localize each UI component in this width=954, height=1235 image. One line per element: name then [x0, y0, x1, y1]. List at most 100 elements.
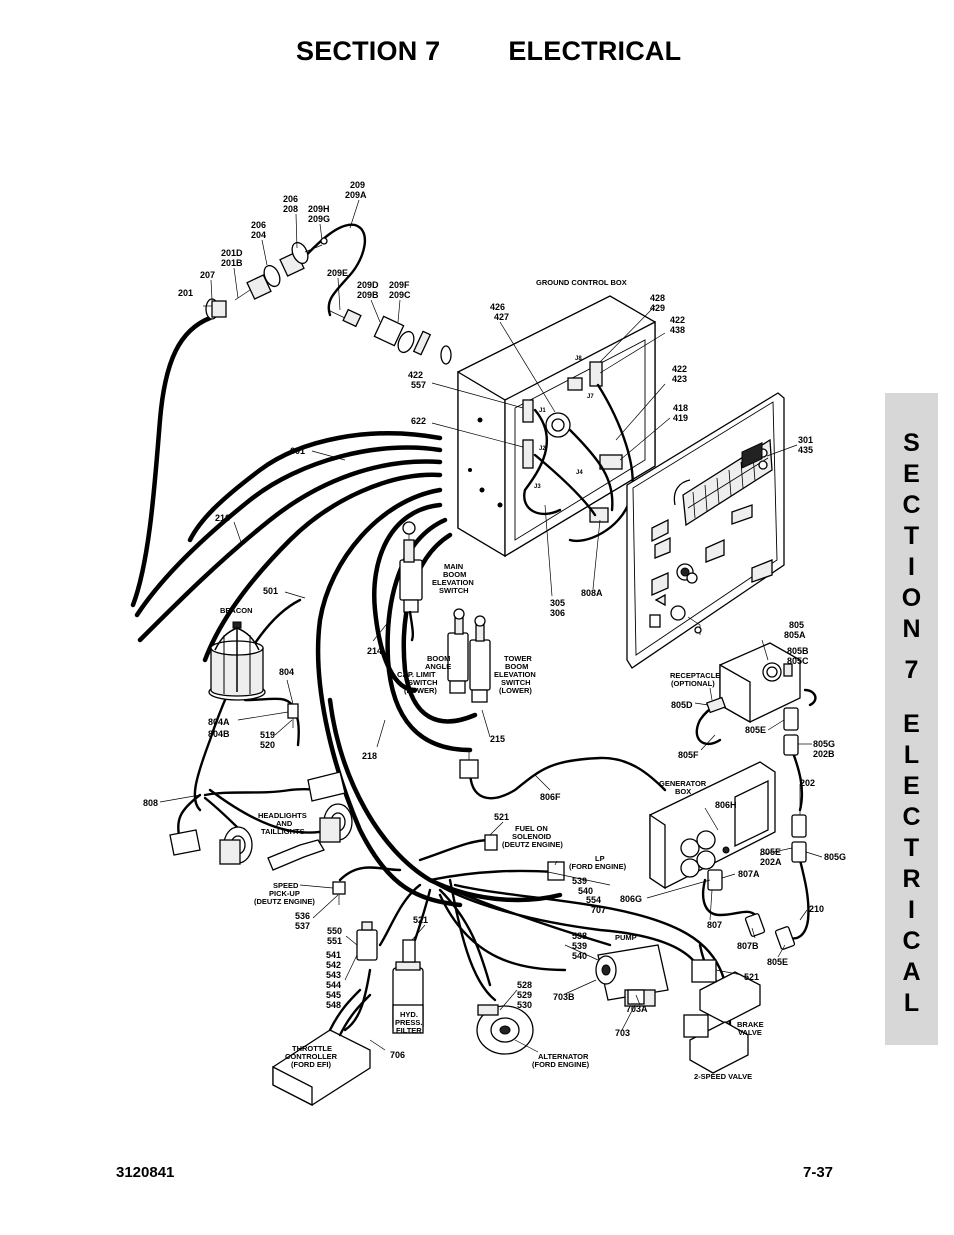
label-brake-valve: VALVE	[738, 1028, 762, 1037]
label-805e: 805E	[745, 725, 766, 735]
label-209: 209	[350, 180, 365, 190]
page-header: SECTION 7 ELECTRICAL	[296, 36, 681, 67]
label-204: 204	[251, 230, 266, 240]
label-429: 429	[650, 303, 665, 313]
connector-807b	[744, 913, 796, 950]
label-805b: 805B	[787, 646, 809, 656]
label-422: 422	[670, 315, 685, 325]
document-number: 3120841	[116, 1164, 175, 1181]
pump	[595, 944, 669, 1007]
label-544: 544	[326, 980, 341, 990]
tab-letter: C	[902, 927, 921, 955]
page-number: 7-37	[803, 1164, 834, 1181]
section-number: SECTION 7	[296, 36, 441, 66]
label-536: 536	[295, 911, 310, 921]
label-305: 305	[550, 598, 565, 608]
tab-letter: E	[903, 772, 920, 800]
label-703: 703	[615, 1028, 630, 1038]
label-lp: (FORD ENGINE)	[569, 862, 627, 871]
label-538: 538	[572, 931, 587, 941]
tab-letter: A	[902, 958, 921, 986]
section-title: ELECTRICAL	[508, 36, 682, 66]
label-speed-pickup: (DEUTZ ENGINE)	[254, 897, 315, 906]
label-tower-boom-switch: SWITCH	[501, 678, 531, 687]
label-fuel-solenoid: FUEL ON	[515, 824, 548, 833]
label-427: 427	[494, 312, 509, 322]
tab-letter: E	[903, 460, 920, 488]
label-pump: PUMP	[615, 933, 637, 942]
hyd-press-filter	[392, 939, 424, 1034]
connector-label-j2: J2	[539, 446, 546, 452]
label-805f: 805F	[678, 750, 699, 760]
label-201d: 201D	[221, 248, 243, 258]
label-428: 428	[650, 293, 665, 303]
alternator	[476, 1004, 534, 1055]
connector-201d	[234, 264, 281, 301]
label-805e: 805E	[767, 957, 788, 967]
label-301: 301	[798, 435, 813, 445]
label-209d: 209D	[357, 280, 379, 290]
ground-control-box: J8 J7 J1 J2 J3 J4	[457, 295, 656, 558]
label-521: 521	[494, 812, 509, 822]
label-554: 554	[586, 895, 601, 905]
connector-209	[327, 308, 452, 365]
two-speed-valve	[683, 1014, 749, 1074]
label-main-boom-switch: BOOM	[443, 570, 466, 579]
label-422: 422	[408, 370, 423, 380]
label-214: 214	[367, 646, 382, 656]
label-boom-angle-switch: ANGLE	[425, 662, 451, 671]
label-main-boom-switch: ELEVATION	[432, 578, 474, 587]
label-216: 216	[215, 513, 230, 523]
label-tower-boom-switch: (LOWER)	[499, 686, 532, 695]
label-806h: 806H	[715, 800, 737, 810]
label-804: 804	[279, 667, 294, 677]
top-left-connectors	[203, 237, 452, 365]
label-lp: LP	[595, 854, 605, 863]
label-521: 521	[413, 915, 428, 925]
label-201: 201	[178, 288, 193, 298]
tab-letter: L	[903, 741, 920, 769]
connector-label-j7: J7	[587, 394, 594, 400]
label-501: 501	[263, 586, 278, 596]
label-805: 805	[789, 620, 804, 630]
tab-letter: 7	[904, 656, 919, 684]
label-boom-angle-switch: (LOWER)	[404, 686, 437, 695]
label-speed-pickup: PICK-UP	[269, 889, 300, 898]
speed-pickup	[332, 881, 346, 905]
label-703a: 703A	[626, 1004, 648, 1014]
label-receptacle: RECEPTACLE	[670, 671, 720, 680]
main-boom-elevation-switch	[399, 521, 423, 642]
label-generator-box: BOX	[675, 787, 691, 796]
label-209b: 209B	[357, 290, 379, 300]
tab-letter: C	[902, 803, 921, 831]
label-headlights: TAILLIGHTS	[261, 827, 305, 836]
label-ground-control-box: GROUND CONTROL BOX	[536, 278, 627, 287]
label-two-speed-valve: 2-SPEED VALVE	[694, 1072, 752, 1081]
label-209h: 209H	[308, 204, 330, 214]
section-side-tab: S E C T I O N 7 E L E C T R I C A L	[885, 393, 938, 1045]
label-hyd-filter: FILTER	[396, 1026, 422, 1035]
brake-valve	[691, 959, 761, 1024]
label-main-boom-switch: SWITCH	[439, 586, 469, 595]
label-209e: 209E	[327, 268, 348, 278]
label-537: 537	[295, 921, 310, 931]
label-426: 426	[490, 302, 505, 312]
label-brake-valve: BRAKE	[737, 1020, 764, 1029]
connectors-805e-805g	[783, 707, 807, 863]
label-tower-boom-switch: BOOM	[505, 662, 528, 671]
label-601: 601	[290, 446, 305, 456]
label-tower-boom-switch: ELEVATION	[494, 670, 536, 679]
label-201b: 201B	[221, 258, 243, 268]
tab-letter: O	[901, 584, 922, 612]
label-202b: 202B	[813, 749, 835, 759]
connector-807a	[707, 869, 723, 891]
label-210: 210	[809, 904, 824, 914]
beacon	[208, 621, 266, 701]
label-528: 528	[517, 980, 532, 990]
label-hyd-filter: HYD.	[400, 1010, 418, 1019]
label-806g: 806G	[620, 894, 642, 904]
label-529: 529	[517, 990, 532, 1000]
label-548: 548	[326, 1000, 341, 1010]
label-539: 539	[572, 941, 587, 951]
connector-805d	[705, 696, 727, 714]
